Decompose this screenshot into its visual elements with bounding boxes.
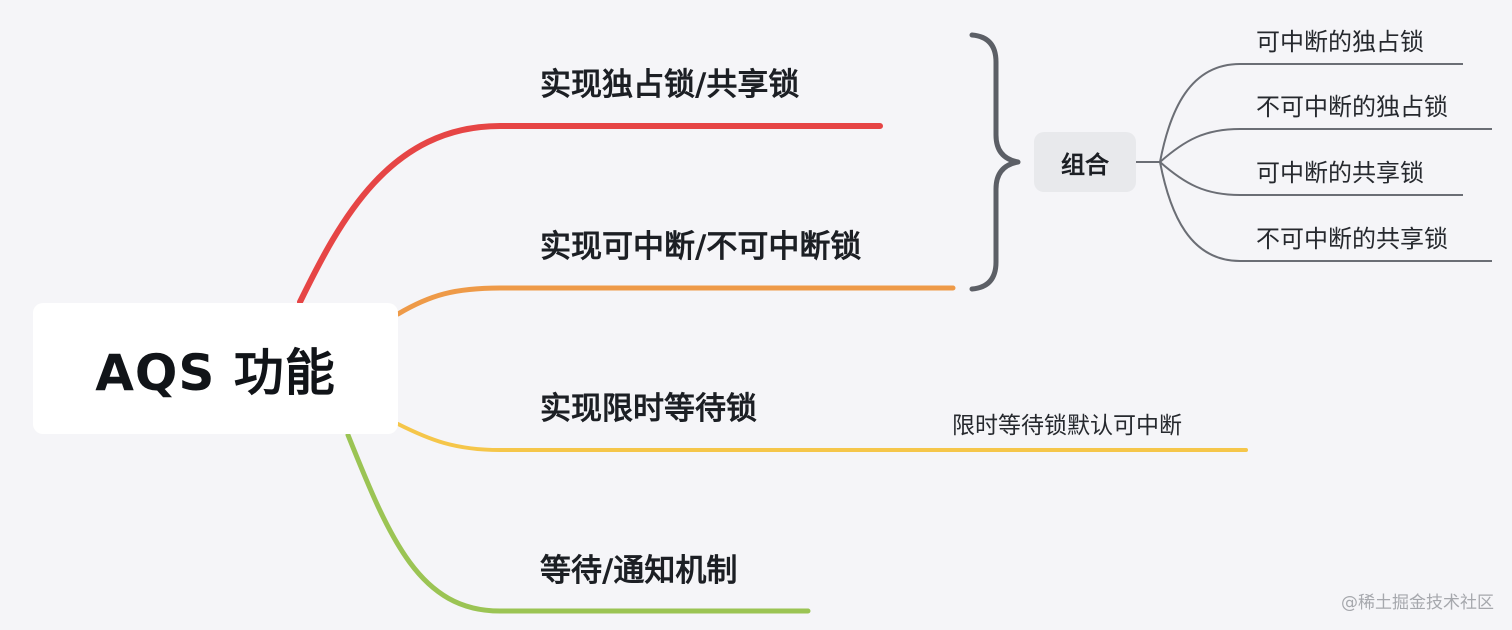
combo-connector-4 bbox=[1159, 161, 1492, 262]
branch-connector-2 bbox=[395, 285, 956, 317]
branch-label-timed-wait[interactable]: 实现限时等待锁 bbox=[540, 391, 757, 427]
combo-connector-1 bbox=[1159, 63, 1463, 163]
combo-connector-2 bbox=[1159, 128, 1492, 163]
watermark: @稀土掘金技术社区 bbox=[1341, 593, 1494, 613]
combo-connector-3 bbox=[1159, 161, 1463, 196]
grouping-brace bbox=[969, 32, 1021, 292]
timed-wait-note[interactable]: 限时等待锁默认可中断 bbox=[952, 413, 1182, 439]
root-node[interactable]: AQS 功能 bbox=[33, 303, 398, 434]
root-label: AQS 功能 bbox=[95, 343, 336, 402]
leaf-label-interruptible-shared[interactable]: 可中断的共享锁 bbox=[1256, 159, 1424, 187]
leaf-label-interruptible-exclusive[interactable]: 可中断的独占锁 bbox=[1256, 28, 1424, 56]
branch-label-wait-notify[interactable]: 等待/通知机制 bbox=[540, 553, 738, 589]
leaf-label-uninterruptible-exclusive[interactable]: 不可中断的独占锁 bbox=[1256, 93, 1448, 121]
branch-label-exclusive-shared[interactable]: 实现独占锁/共享锁 bbox=[540, 67, 800, 103]
branch-connector-1 bbox=[297, 123, 883, 305]
branch-connector-3 bbox=[396, 422, 1248, 452]
combination-node[interactable]: 组合 bbox=[1034, 132, 1136, 192]
branch-label-interruptible[interactable]: 实现可中断/不可中断锁 bbox=[540, 229, 862, 265]
leaf-label-uninterruptible-shared[interactable]: 不可中断的共享锁 bbox=[1256, 225, 1448, 253]
branch-connector-4 bbox=[345, 432, 811, 614]
